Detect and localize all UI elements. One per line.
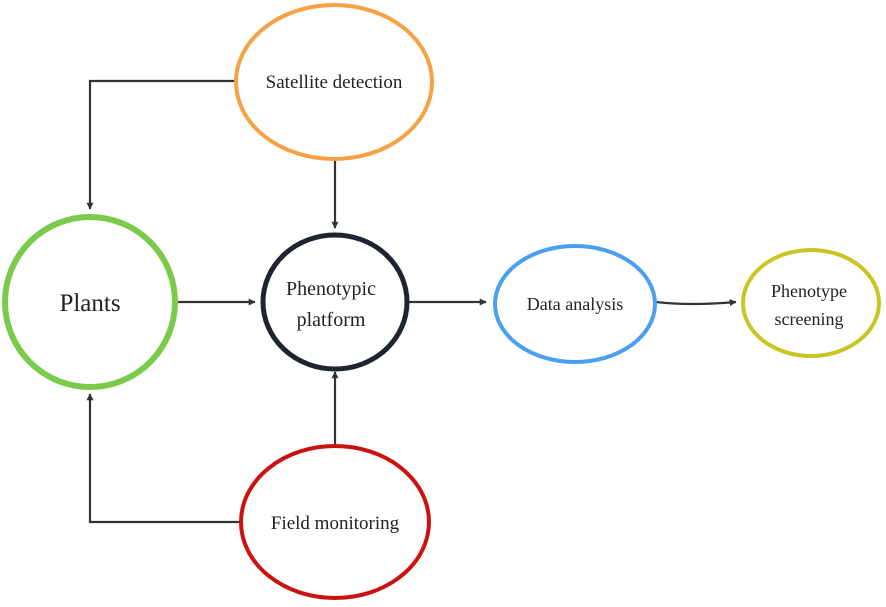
node-plants-outline [2,214,178,390]
node-satellite-label: Satellite detection [266,72,403,93]
node-satellite-detection: Satellite detection [234,3,434,161]
node-satellite-outline [234,3,434,161]
arrow-field-to-plants [86,393,240,524]
node-plants: Plants [2,214,178,390]
node-data-analysis: Data analysis [493,244,657,364]
node-phenotypic-outline [260,232,410,372]
connectors [86,79,737,524]
node-plants-label: Plants [59,290,120,317]
node-data-analysis-label: Data analysis [527,294,623,314]
node-field-monitoring: Field monitoring [239,444,431,600]
node-phenotype-screening: Phenotype screening [741,248,881,358]
node-screening-label-line1: Phenotype [771,281,847,301]
node-screening-outline [741,248,881,358]
node-phenotypic-platform: Phenotypic platform [260,232,410,372]
node-field-outline [239,444,431,600]
node-screening-label-line2: screening [775,309,844,329]
node-data-analysis-outline [493,244,657,364]
node-phenotypic-label-line1: Phenotypic [286,278,376,300]
node-phenotypic-label-line2: platform [297,309,366,331]
arrow-satellite-to-plants [86,79,236,210]
node-field-label: Field monitoring [271,513,400,534]
arrow-data-to-screening [655,299,737,307]
